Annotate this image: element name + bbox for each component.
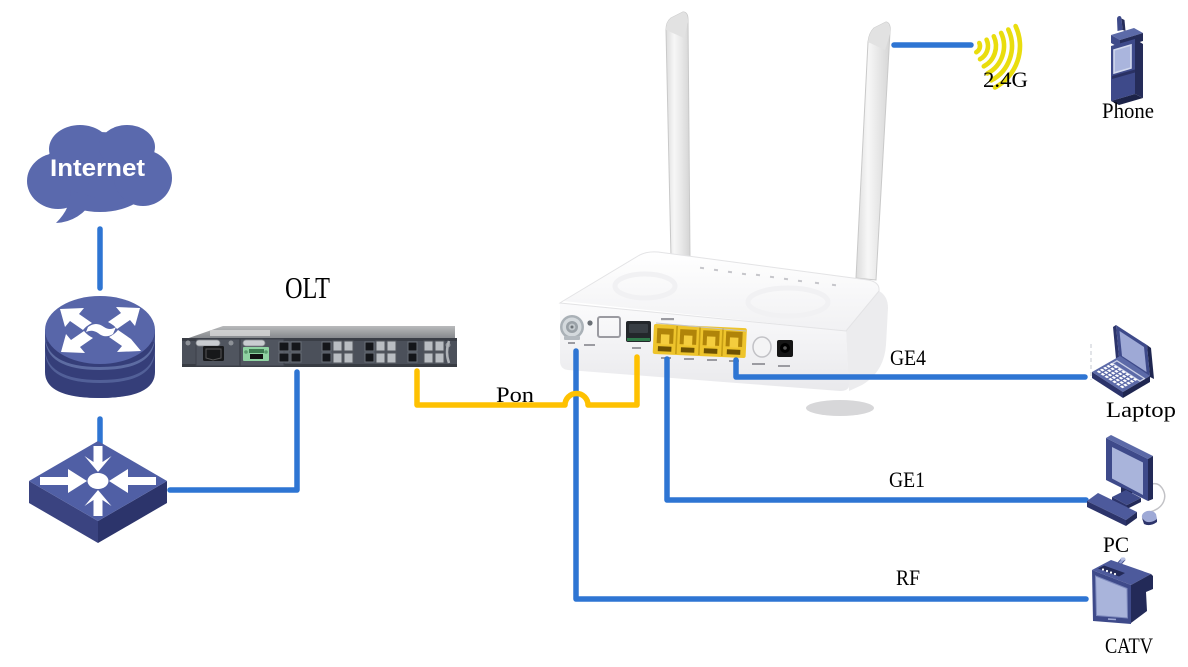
svg-text:PC: PC <box>1103 532 1129 557</box>
svg-text:2.4G: 2.4G <box>983 67 1028 92</box>
svg-text:GE4: GE4 <box>890 345 926 370</box>
svg-text:Phone: Phone <box>1102 98 1154 123</box>
svg-text:GE1: GE1 <box>889 467 925 492</box>
svg-text:Laptop: Laptop <box>1106 397 1176 422</box>
svg-text:Pon: Pon <box>496 382 534 407</box>
svg-text:OLT: OLT <box>285 270 330 305</box>
svg-text:Internet: Internet <box>50 155 145 182</box>
svg-text:RF: RF <box>896 565 920 590</box>
svg-text:CATV: CATV <box>1105 633 1153 658</box>
